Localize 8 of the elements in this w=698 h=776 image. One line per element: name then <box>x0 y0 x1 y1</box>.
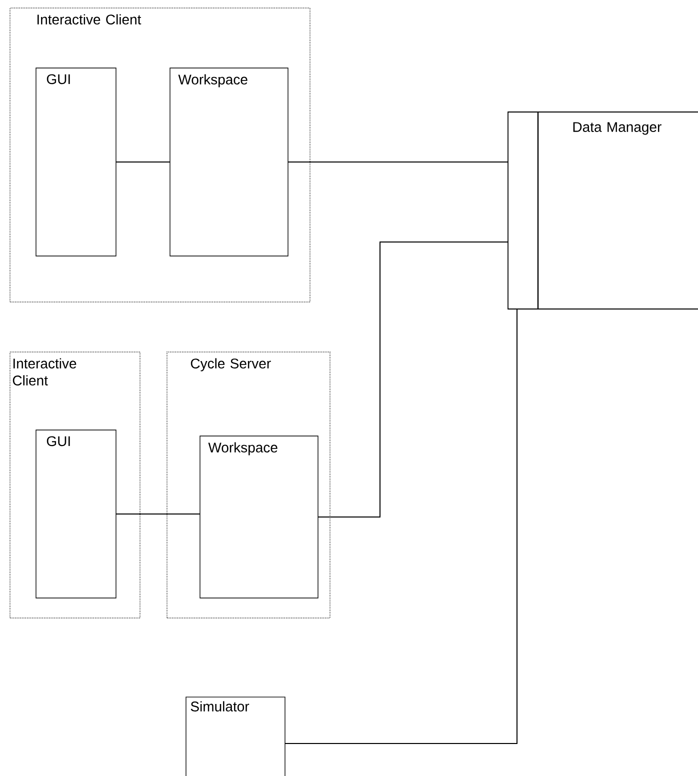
data-manager-box: Data Manager <box>508 112 698 310</box>
component-box: GUI <box>36 430 116 598</box>
connector-line <box>318 242 508 518</box>
component-box: Simulator <box>186 696 286 776</box>
component-box: Workspace <box>170 68 288 256</box>
component-box: Workspace <box>200 436 318 598</box>
component-box: GUI <box>36 68 116 256</box>
connector-line <box>284 308 518 744</box>
